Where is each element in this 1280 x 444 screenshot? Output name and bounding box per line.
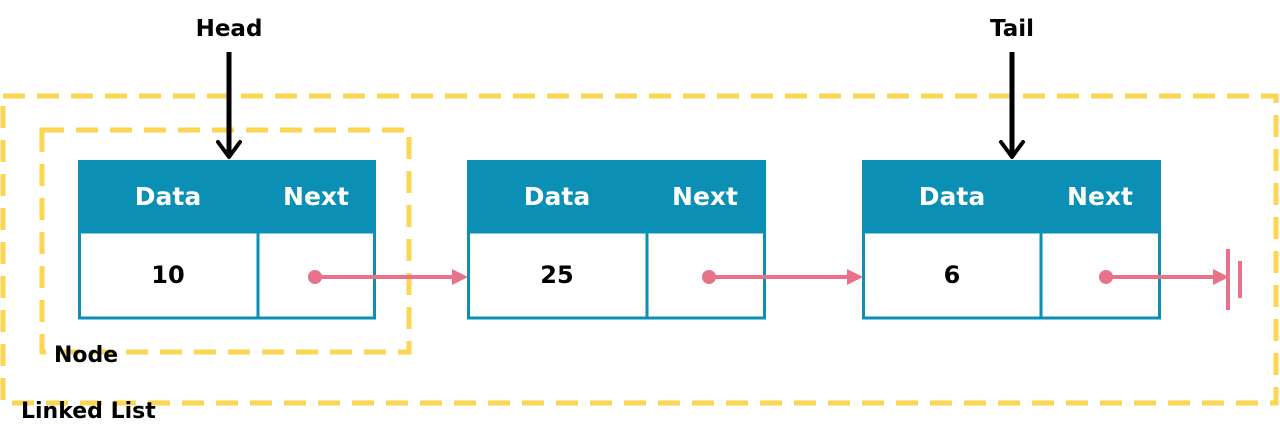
head-arrowhead-icon bbox=[216, 140, 242, 159]
node-1-data-header: Data bbox=[135, 182, 201, 211]
tail-arrowhead-icon bbox=[999, 140, 1025, 159]
tail-label: Tail bbox=[990, 16, 1034, 42]
head-label: Head bbox=[196, 16, 263, 42]
node-boundary bbox=[39, 127, 412, 355]
linked-list-boundary bbox=[0, 93, 1279, 406]
node-2-data-header: Data bbox=[524, 182, 590, 211]
node-3-value: 6 bbox=[944, 261, 961, 289]
node-1-next-header: Next bbox=[283, 182, 349, 211]
node-3-next-header: Next bbox=[1067, 182, 1133, 211]
pointer-2-arrowhead-icon bbox=[847, 269, 863, 285]
node-3-header bbox=[862, 160, 1161, 232]
node-2-next-header: Next bbox=[672, 182, 738, 211]
node-2: Data Next 25 bbox=[467, 160, 766, 320]
node-1-value: 10 bbox=[151, 261, 184, 289]
node-3-data-header: Data bbox=[919, 182, 985, 211]
tail-pointer: Tail bbox=[990, 16, 1034, 159]
pointer-3-to-null bbox=[1099, 249, 1242, 310]
head-pointer: Head bbox=[196, 16, 263, 159]
node-2-header bbox=[467, 160, 766, 232]
node-label: Node bbox=[54, 343, 118, 368]
linked-list-label: Linked List bbox=[21, 399, 156, 424]
node-1: Data Next 10 bbox=[78, 160, 376, 320]
node-1-header bbox=[78, 160, 376, 232]
pointer-1-to-2 bbox=[308, 269, 468, 285]
pointer-2-to-3 bbox=[702, 269, 863, 285]
node-3: Data Next 6 bbox=[862, 160, 1161, 320]
node-2-value: 25 bbox=[540, 261, 573, 289]
pointer-3-arrowhead-icon bbox=[1213, 269, 1229, 285]
pointer-1-arrowhead-icon bbox=[452, 269, 468, 285]
